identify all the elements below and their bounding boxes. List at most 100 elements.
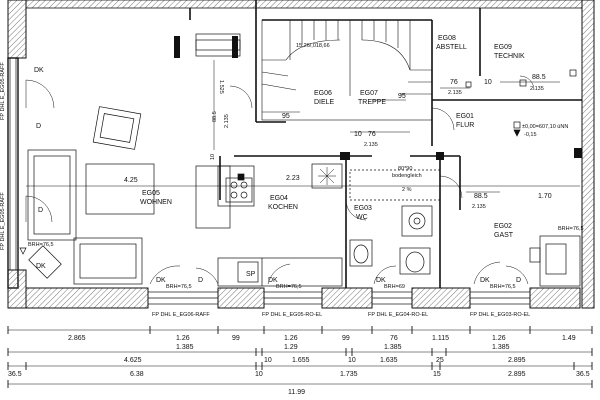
- dim-425: 4.25: [124, 177, 138, 184]
- room-eg08-name: ABSTELL: [436, 44, 467, 51]
- window-label-eg03: FP DHL E_EG03-RO-EL: [470, 312, 530, 318]
- dim-2135-b: 2.135: [448, 90, 462, 96]
- side-label-bottom: FP DHL E_EG05-RAFF: [0, 192, 6, 250]
- mark-brh-2: BRH=76,5: [166, 284, 192, 290]
- dim-r1-1: 1.26: [176, 335, 190, 342]
- room-eg06-name: DIELE: [314, 99, 335, 106]
- dim-76-b: 76: [450, 79, 458, 86]
- dim-r4-0: 36.5: [8, 371, 22, 378]
- window-labels: FP DHL E_EG06-RAFF FP DHL E_EG05-RO-EL F…: [0, 62, 530, 318]
- room-eg05-name: WOHNEN: [140, 199, 172, 206]
- extractor-star-icon: [318, 167, 336, 185]
- dim-10-b: 10: [484, 79, 492, 86]
- dimension-chains: [8, 329, 592, 385]
- interior-walls: [189, 0, 582, 288]
- room-eg03-code: EG03: [354, 205, 372, 212]
- window-label-eg04: FP DHL E_EG04-RO-EL: [368, 312, 428, 318]
- dim-r1-2: 99: [232, 335, 240, 342]
- interior-dimensions: 4.25 1.525 88.5 2.135 95 10 76 2.135 76 …: [124, 74, 552, 210]
- dim-r1-8: 1.49: [562, 335, 576, 342]
- markers: [19, 69, 577, 255]
- plan-marks: DK D D BRH=76,5 DK DK BRH=76,5 D SP DK B…: [28, 67, 584, 290]
- dim-r4-3: 1.735: [340, 371, 358, 378]
- dim-r3-6: 2.895: [508, 357, 526, 364]
- room-eg02-name: GAST: [494, 232, 514, 239]
- mark-dk-3: DK: [156, 277, 166, 284]
- room-labels: EG05 WOHNEN 2.23 EG04 KOCHEN 15,26/,018,…: [140, 35, 525, 239]
- dim-885-b: 88.5: [474, 193, 488, 200]
- mark-brh-4: BRH=69: [384, 284, 405, 290]
- window-label-eg06: FP DHL E_EG06-RAFF: [152, 312, 210, 318]
- mark-brh-3: BRH=76,5: [276, 284, 302, 290]
- dim-2135-d: 2.135: [472, 204, 486, 210]
- room-eg06-code: EG06: [314, 90, 332, 97]
- room-eg08-code: EG08: [438, 35, 456, 42]
- room-eg02-code: EG02: [494, 223, 512, 230]
- dim-chain-row5: 11.99: [288, 389, 305, 396]
- dim-885-v: 88.5: [212, 111, 218, 122]
- dim-r1-4: 99: [342, 335, 350, 342]
- dim-r4-5: 2.895: [508, 371, 526, 378]
- room-eg09-code: EG09: [494, 44, 512, 51]
- mark-brh-5: BRH=76,5: [490, 284, 516, 290]
- dim-r3-1: 10: [264, 357, 272, 364]
- mark-d-4: D: [516, 277, 521, 284]
- interior-dim-lines: [26, 60, 580, 193]
- mark-brh-6: BRH=76,5: [558, 226, 584, 232]
- staircase: [261, 19, 433, 121]
- dim-885-a: 88.5: [532, 74, 546, 81]
- dim-r1-0: 2.865: [68, 335, 86, 342]
- guest-furniture: [529, 235, 581, 287]
- dim-76: 76: [368, 131, 376, 138]
- dim-r1-3: 1.26: [284, 335, 298, 342]
- room-eg09-name: TECHNIK: [494, 53, 525, 60]
- dim-10-c: 10: [210, 154, 216, 160]
- dim-2135-a: 2.135: [364, 142, 378, 148]
- dim-r4-2: 10: [255, 371, 263, 378]
- dim-r2-1: 1.29: [284, 344, 298, 351]
- room-eg04-code: EG04: [270, 195, 288, 202]
- dim-chain-row4: 36.5 6.38 10 1.735 15 2.895 36.5: [8, 371, 590, 378]
- room-eg04-dim: 2.23: [286, 175, 300, 182]
- room-eg01-name: FLUR: [456, 122, 474, 129]
- dim-r1-5: 76: [390, 335, 398, 342]
- mark-dk-5: DK: [376, 277, 386, 284]
- dim-r1-6: 1.115: [432, 335, 449, 342]
- room-eg07-dim: 95: [398, 93, 406, 100]
- mark-dk-6: DK: [480, 277, 490, 284]
- room-eg03-name: WC: [356, 214, 368, 221]
- dim-r5-0: 11.99: [288, 389, 305, 396]
- dim-r3-0: 4.625: [124, 357, 142, 364]
- mark-d-1: D: [36, 123, 41, 130]
- dim-r3-4: 1.635: [380, 357, 398, 364]
- window-label-eg05: FP DHL E_EG05-RO-EL: [262, 312, 322, 318]
- mark-dk-2: DK: [36, 263, 46, 270]
- room-eg05-code: EG05: [142, 190, 160, 197]
- kitchen-counters: [195, 163, 343, 287]
- dim-r2-3: 1.385: [492, 344, 510, 351]
- mark-brh-1: BRH=76,5: [28, 242, 54, 248]
- dim-r3-3: 10: [348, 357, 356, 364]
- dim-r1-7: 1.26: [492, 335, 506, 342]
- window-openings: [9, 57, 531, 305]
- dim-2135-c: 2.135: [530, 86, 544, 92]
- wall-blocks: [174, 36, 582, 160]
- dim-r4-6: 36.5: [576, 371, 590, 378]
- dim-r3-5: 25: [436, 357, 444, 364]
- dim-chain-row1: 2.865 1.26 99 1.26 99 76 1.115 1.26 1.49: [68, 335, 576, 342]
- room-eg01-code: EG01: [456, 113, 474, 120]
- mark-sp: SP: [246, 271, 256, 278]
- dim-95: 95: [282, 113, 290, 120]
- dim-r3-2: 1.655: [292, 357, 310, 364]
- room-eg07-name: TREPPE: [358, 99, 386, 106]
- mark-level-zero: ±0,00=607,10 üNN: [522, 124, 568, 130]
- dim-r2-2: 1.385: [384, 344, 402, 351]
- room-eg03-note: 80*90: [398, 166, 412, 172]
- dim-r4-4: 15: [433, 371, 441, 378]
- dim-r2-0: 1.385: [176, 344, 194, 351]
- dim-r4-1: 6.38: [130, 371, 144, 378]
- dim-chain-row3: 4.625 10 1.655 10 1.635 25 2.895: [124, 357, 526, 364]
- wc-fixtures: [349, 169, 441, 275]
- dim-2135-v: 2.135: [224, 114, 230, 128]
